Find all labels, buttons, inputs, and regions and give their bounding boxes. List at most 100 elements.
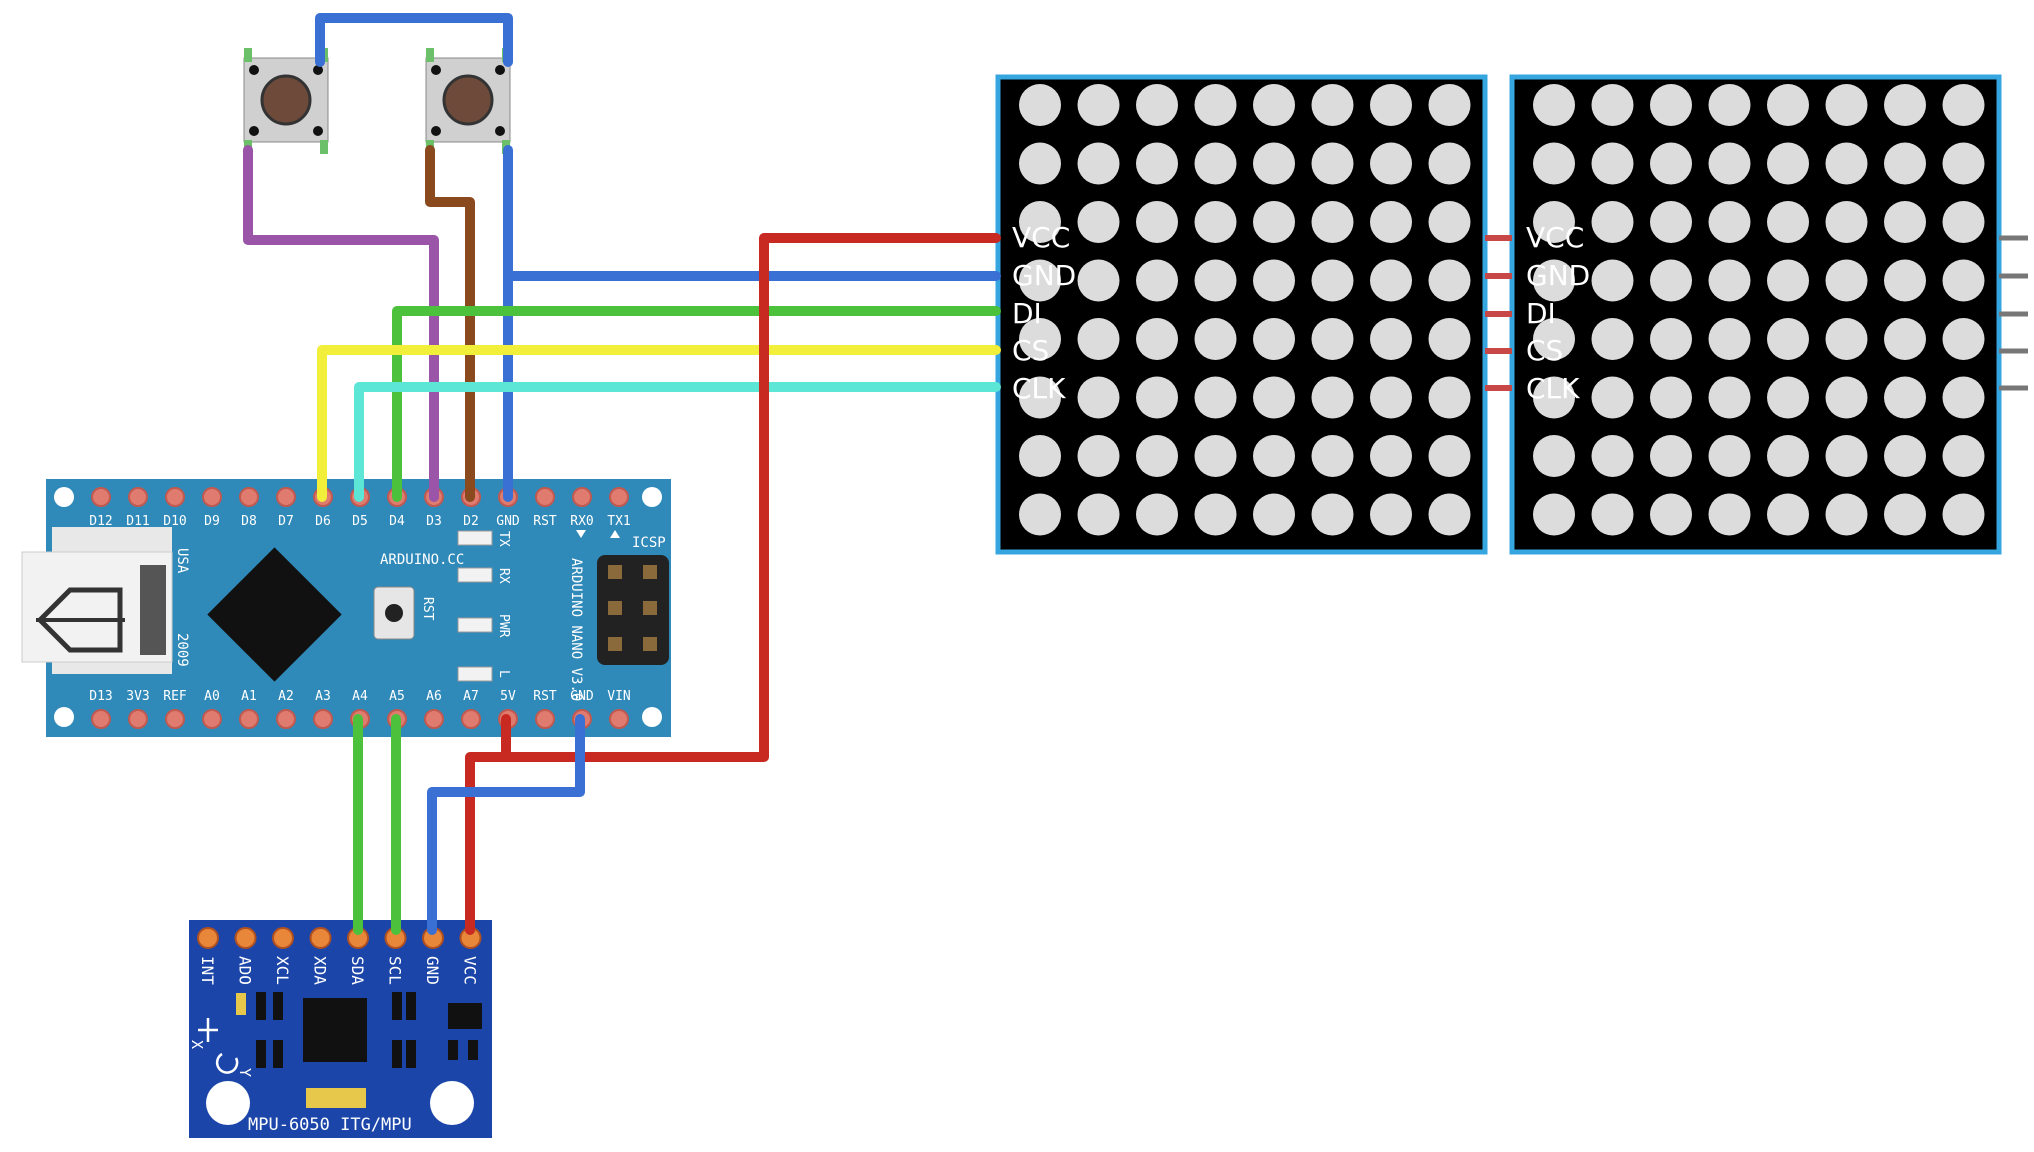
matrix-led-dot (1825, 376, 1868, 419)
matrix-led-dot (1077, 318, 1120, 360)
matrix-led-dot (1708, 142, 1751, 185)
matrix-led-dot (1194, 376, 1237, 419)
nano-pin (609, 487, 629, 507)
matrix-led-dot (1370, 259, 1412, 302)
nano-pin-label: D9 (204, 514, 220, 529)
matrix-led-dot (1767, 376, 1809, 419)
mpu-pin (309, 927, 332, 949)
mpu-pin-label: GND (423, 956, 442, 985)
matrix-led-dot (1533, 201, 1575, 243)
matrix-led-dot (1884, 376, 1926, 419)
nano-pin-label: GND (570, 689, 594, 704)
mpu-pin-label: SCL (386, 956, 405, 985)
matrix-led-dot (1650, 259, 1692, 302)
matrix-led-dot (1942, 142, 1985, 185)
nano-pin-label: D8 (241, 514, 257, 529)
matrix-led-dot (1825, 84, 1868, 126)
matrix-led-dot (1311, 435, 1354, 477)
matrix-led-dot (1428, 318, 1471, 360)
matrix-led-dot (1884, 84, 1926, 126)
mpu-pin-label: VCC (461, 956, 480, 985)
matrix-led-dot (1370, 376, 1412, 419)
matrix-led-dot (1253, 435, 1295, 477)
matrix-led-dot (1311, 259, 1354, 302)
nano-pin-label: RST (533, 689, 557, 704)
nano-pin-label: D4 (389, 514, 405, 529)
matrix-led-dot (1370, 142, 1412, 185)
matrix-led-dot (1591, 142, 1634, 185)
matrix-led-dot (1370, 201, 1412, 243)
matrix-led-dot (1428, 435, 1471, 477)
wire-clk-d5 (354, 382, 1001, 502)
matrix-led-dot (1825, 318, 1868, 360)
matrix-led-dot (1767, 142, 1809, 185)
matrix-led-dot (1650, 84, 1692, 126)
matrix-led-dot (1019, 84, 1061, 126)
mpu-pin-label: INT (198, 956, 217, 985)
matrix-led-dot (1767, 201, 1809, 243)
nano-pin (165, 709, 185, 729)
matrix-led-dot (1708, 435, 1751, 477)
push-button-1 (243, 48, 329, 154)
matrix-led-dot (1825, 201, 1868, 243)
nano-pin-label: VIN (607, 689, 630, 704)
matrix-led-dot (1428, 376, 1471, 419)
nano-pin-label: D11 (126, 514, 149, 529)
nano-pin (91, 487, 111, 507)
nano-led-rx: RX (496, 568, 511, 584)
matrix-led-dot (1708, 84, 1751, 126)
wire-gnd-matrix (503, 145, 1001, 502)
nano-pin-label: D2 (463, 514, 479, 529)
matrix-led-dot (1650, 376, 1692, 419)
matrix-led-dot (1650, 201, 1692, 243)
matrix-led-dot (1767, 318, 1809, 360)
nano-pin (202, 487, 222, 507)
matrix-led-dot (1533, 84, 1575, 126)
nano-pin (313, 709, 333, 729)
nano-usa-label: USA (174, 548, 190, 574)
matrix-led-dot (1767, 84, 1809, 126)
mpu-pin-label: XCL (273, 956, 292, 985)
matrix-led-dot (1253, 259, 1295, 302)
nano-pin (572, 487, 592, 507)
matrix-led-dot (1650, 318, 1692, 360)
matrix-2-pin-clk: CLK (1526, 372, 1580, 405)
nano-pin-label: RX0 (570, 514, 593, 529)
matrix-led-dot (1253, 201, 1295, 243)
matrix-led-dot (1428, 84, 1471, 126)
nano-site-label: ARDUINO.CC (380, 552, 464, 568)
matrix-led-dot (1311, 376, 1354, 419)
nano-pin (535, 709, 555, 729)
matrix-led-dot (1767, 435, 1809, 477)
matrix-led-dot (1019, 493, 1061, 536)
nano-pin-label: A1 (241, 689, 257, 704)
matrix-led-dot (1370, 435, 1412, 477)
matrix-led-dot (1825, 142, 1868, 185)
matrix-led-dot (1077, 435, 1120, 477)
matrix-led-dot (1136, 259, 1178, 302)
matrix-led-dot (1428, 493, 1471, 536)
matrix-led-dot (1253, 376, 1295, 419)
nano-pin (461, 709, 481, 729)
mpu-axis-y: Y (236, 1068, 254, 1077)
matrix-led-dot (1884, 259, 1926, 302)
matrix-led-dot (1650, 493, 1692, 536)
nano-pin-label: TX1 (607, 514, 630, 529)
nano-pin (424, 709, 444, 729)
nano-pin (276, 709, 296, 729)
nano-pin-label: A0 (204, 689, 220, 704)
matrix-led-dot (1591, 84, 1634, 126)
led-matrix-1-dots (1019, 84, 1471, 536)
matrix-led-dot (1194, 435, 1237, 477)
matrix-led-dot (1019, 259, 1061, 302)
matrix-led-dot (1194, 142, 1237, 185)
matrix-led-dot (1370, 318, 1412, 360)
matrix-led-dot (1253, 318, 1295, 360)
wires (243, 13, 1001, 935)
nano-pin-label: GND (496, 514, 520, 529)
matrix-led-dot (1591, 201, 1634, 243)
matrix-2-pin-di: DI (1526, 297, 1556, 330)
